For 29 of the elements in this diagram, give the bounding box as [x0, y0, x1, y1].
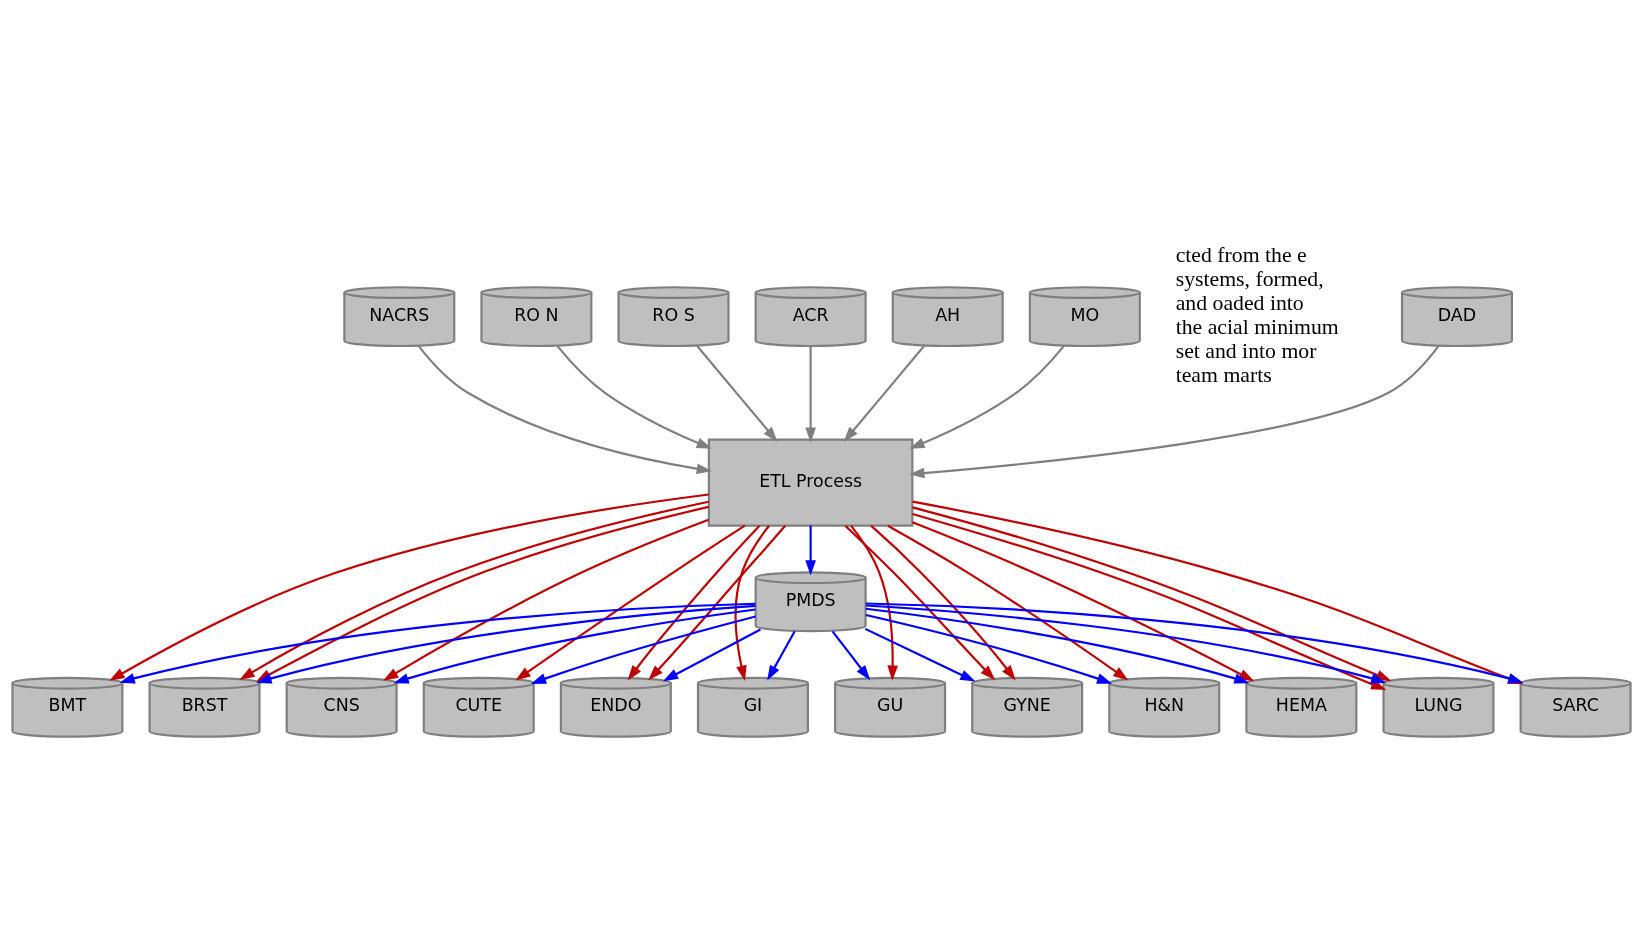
arrow: [865, 613, 1113, 684]
arrow: [831, 630, 871, 680]
arrow: [865, 607, 1250, 684]
arrow: [805, 345, 816, 443]
arrow: [417, 344, 712, 474]
arrow: [393, 607, 756, 684]
arrow: [556, 344, 712, 449]
arrow: [767, 630, 796, 681]
arrow: [662, 627, 761, 681]
arrow: [844, 524, 996, 680]
arrow: [850, 524, 898, 681]
arrow: [870, 524, 1016, 680]
arrow: [909, 344, 1065, 449]
arrow: [515, 524, 746, 681]
arrow: [864, 627, 976, 682]
label: cted from the e systems, formed, and oaded into the acial minimum set and into mor team marts: [1175, 242, 1339, 387]
arrow: [912, 520, 1255, 681]
arrow: [648, 524, 787, 680]
arrow: [696, 345, 778, 442]
arrow: [383, 518, 710, 681]
arrow: [627, 524, 761, 680]
arrow: [887, 524, 1129, 680]
arrow: [734, 524, 770, 681]
arrow: [805, 525, 816, 575]
arrow: [865, 603, 1387, 683]
arrow: [843, 345, 925, 442]
arrow: [909, 344, 1440, 478]
arrow: [530, 615, 756, 684]
node-box: ETL Process: [707, 438, 914, 527]
